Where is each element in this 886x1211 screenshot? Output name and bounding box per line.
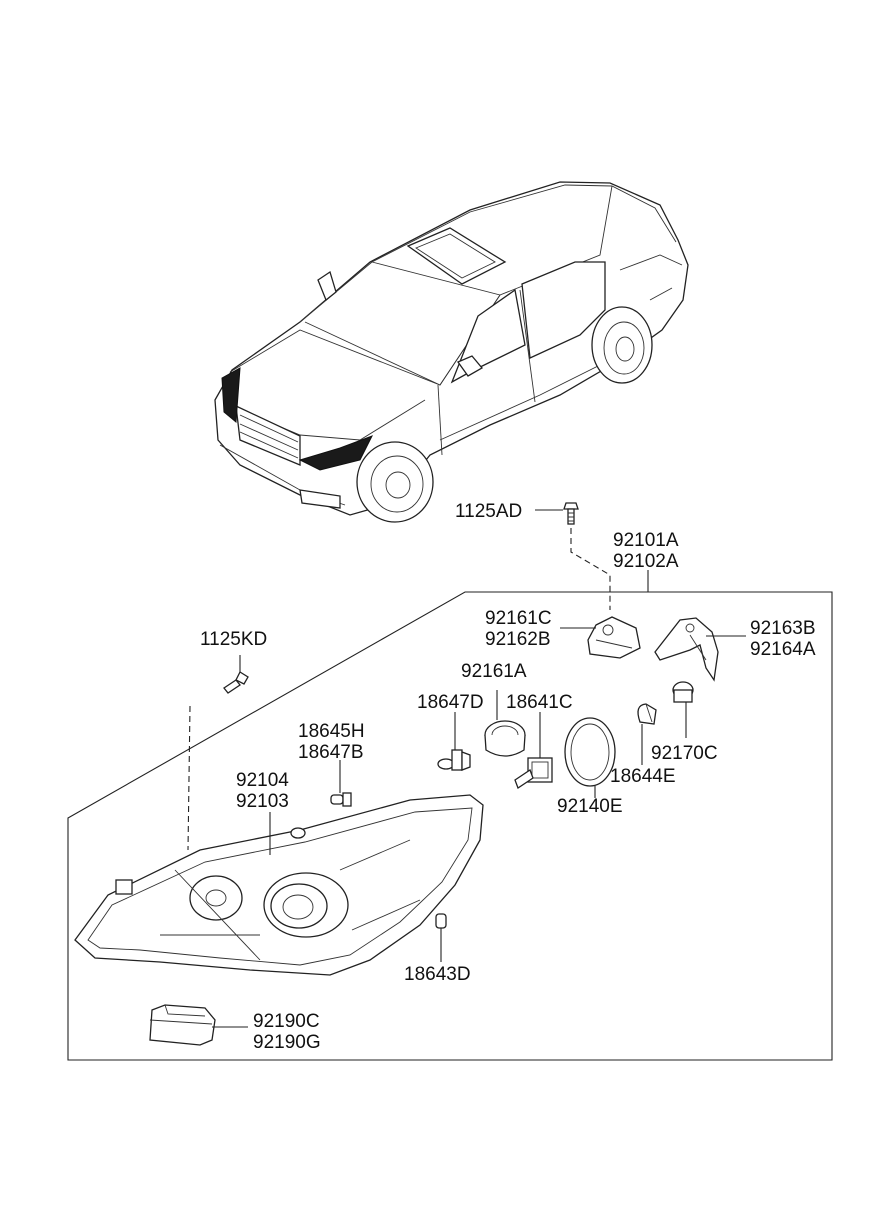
bulb-18647D-icon [437, 749, 471, 771]
label-18641C: 18641C [506, 692, 573, 713]
bulb-18645H-icon [330, 792, 352, 807]
right-headlamp-icon [298, 435, 374, 471]
ring-92140E-icon [564, 717, 616, 787]
label-1125KD: 1125KD [200, 629, 267, 650]
bolt-1125KD-icon [223, 671, 249, 694]
bulb-18641C-icon [514, 757, 553, 789]
bulb-18644E-icon [637, 703, 657, 725]
cap-92161A-icon [484, 720, 526, 757]
label-18643D: 18643D [404, 964, 471, 985]
label-92101A: 92101A [613, 530, 679, 551]
label-92161C: 92161C [485, 608, 552, 629]
label-18645H: 18645H [298, 721, 365, 742]
assembly-boundary [67, 591, 833, 1061]
label-92102A: 92102A [613, 551, 679, 572]
label-92140E: 92140E [557, 796, 623, 817]
label-92190C: 92190C [253, 1011, 320, 1032]
label-92164A: 92164A [750, 639, 816, 660]
bracket-92161C-icon [587, 616, 641, 659]
label-92103: 92103 [236, 791, 289, 812]
label-18647D: 18647D [417, 692, 484, 713]
label-92170C: 92170C [651, 743, 718, 764]
label-1125AD: 1125AD [455, 501, 522, 522]
bolt-1125AD-icon [563, 502, 579, 525]
label-92163B: 92163B [750, 618, 816, 639]
label-92104: 92104 [236, 770, 289, 791]
label-18644E: 18644E [610, 766, 676, 787]
bulb-18643D-icon [435, 913, 447, 929]
label-92190G: 92190G [253, 1032, 321, 1053]
car-illustration [214, 181, 689, 523]
left-headlamp-icon [221, 367, 241, 424]
socket-92170C-icon [672, 681, 694, 703]
headlamp-assembly-icon [74, 794, 484, 976]
label-92162B: 92162B [485, 629, 551, 650]
ballast-92190C-icon [149, 1004, 216, 1046]
label-92161A: 92161A [461, 661, 527, 682]
bracket-92163B-icon [654, 617, 719, 682]
label-18647B: 18647B [298, 742, 364, 763]
